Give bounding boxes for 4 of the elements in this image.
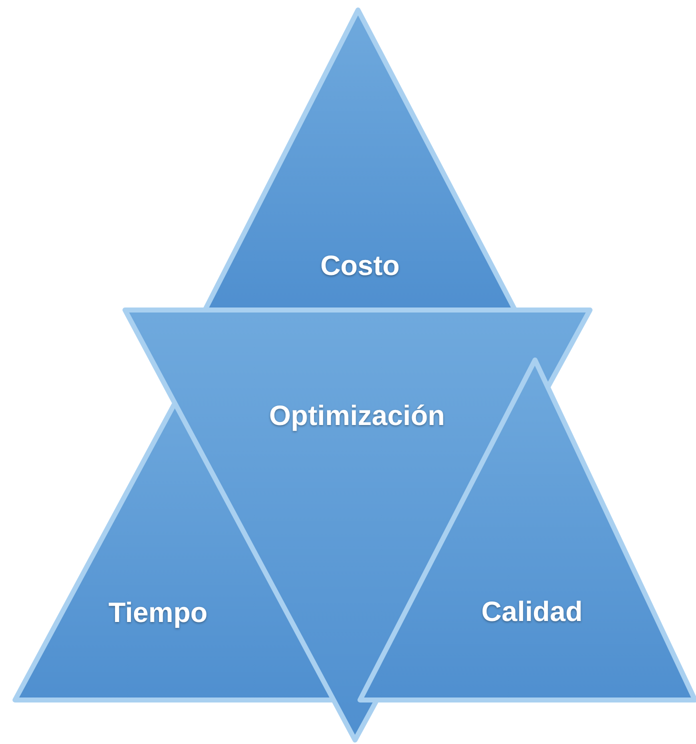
triangle-label: Tiempo: [108, 597, 208, 629]
triangle-label: Calidad: [481, 596, 583, 628]
triangle-label: Optimización: [269, 400, 445, 432]
triangle-label: Costo: [320, 250, 400, 282]
